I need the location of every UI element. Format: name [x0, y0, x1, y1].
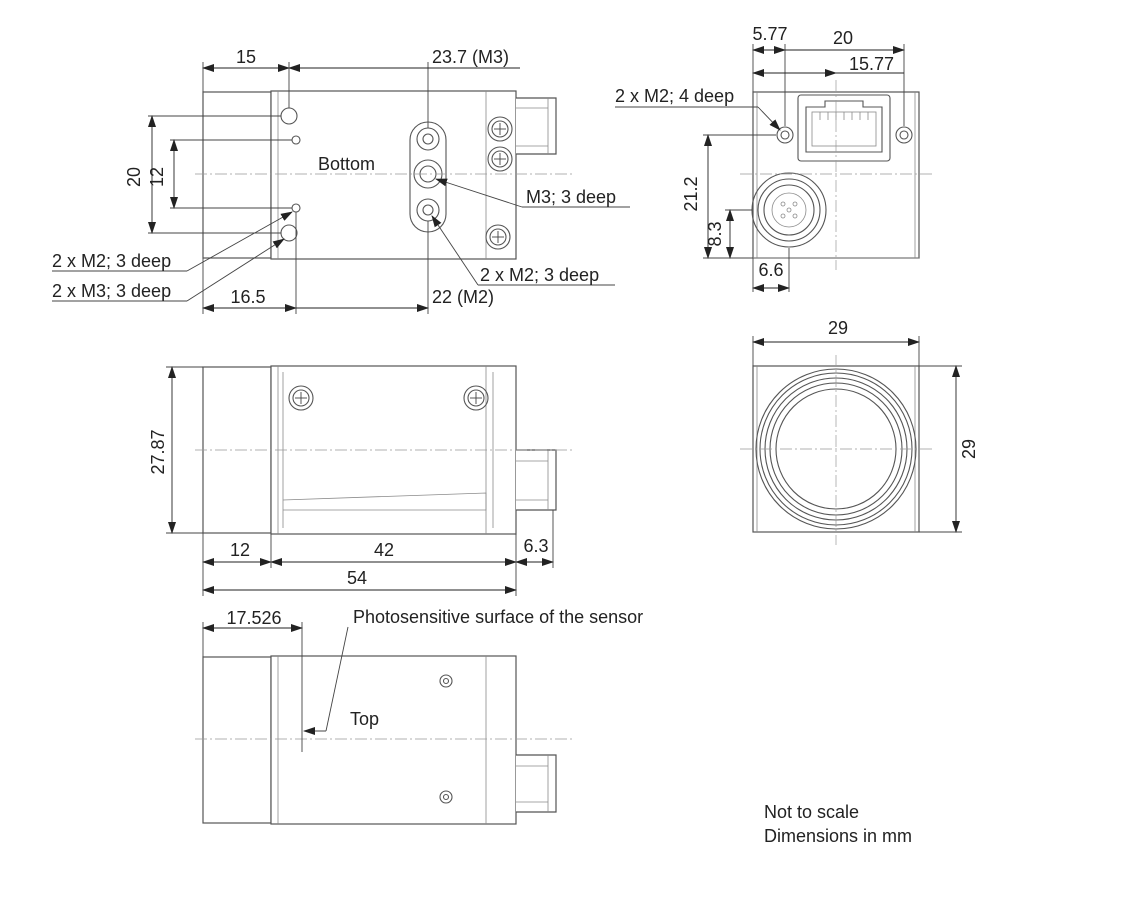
callout-label: 2 x M2; 3 deep [480, 265, 599, 285]
note-scale: Not to scale [764, 802, 859, 822]
screw-icon [463, 385, 489, 411]
dim-label: 17.526 [226, 608, 281, 628]
dim-label: 20 [833, 28, 853, 48]
note-units: Dimensions in mm [764, 826, 912, 846]
dim-label: 6.3 [523, 536, 548, 556]
screw-icon [487, 146, 513, 172]
top-view: 17.526 Photosensitive surface of the sen… [195, 607, 643, 825]
ethernet-port-icon [797, 94, 891, 162]
housing-body [270, 655, 517, 825]
dim-label: 5.77 [752, 24, 787, 44]
callout-label: 2 x M2; 3 deep [52, 251, 171, 271]
dim-label: 15 [236, 47, 256, 67]
callout-label: M3; 3 deep [526, 187, 616, 207]
dim-label: 29 [828, 318, 848, 338]
connector-stub [516, 754, 557, 813]
dim-label: 12 [147, 167, 167, 187]
dim-label: 29 [959, 439, 979, 459]
connector-stub [516, 449, 557, 511]
dim-label: 27.87 [148, 429, 168, 474]
screw-icon [485, 224, 511, 250]
callout-label: 2 x M2; 4 deep [615, 86, 734, 106]
view-title-top: Top [350, 709, 379, 729]
dim-label: 54 [347, 568, 367, 588]
connector-stub [516, 97, 557, 155]
front-view: 29 29 [740, 318, 979, 545]
callout-label: 2 x M3; 3 deep [52, 281, 171, 301]
screw-icon [487, 116, 513, 142]
dim-label: 16.5 [230, 287, 265, 307]
dim-label: 22 (M2) [432, 287, 494, 307]
dim-label: 21.2 [681, 176, 701, 211]
dim-label: 8.3 [705, 221, 725, 246]
back-view: 5.77 20 15.77 21.2 8.3 6.6 2 x M2; 4 dee… [615, 24, 935, 292]
dim-label: 6.6 [758, 260, 783, 280]
bottom-view: 15 23.7 (M3) 20 12 16.5 22 (M2) Bottom M… [52, 47, 630, 314]
dim-label: 20 [124, 167, 144, 187]
screw-icon [288, 385, 314, 411]
dim-label: 15.77 [849, 54, 894, 74]
side-view: 27.87 12 42 6.3 54 [148, 365, 572, 596]
notes: Not to scale Dimensions in mm [764, 802, 912, 846]
lens-mount-body [202, 656, 272, 824]
dim-label: 42 [374, 540, 394, 560]
dim-label: 12 [230, 540, 250, 560]
view-title-bottom: Bottom [318, 154, 375, 174]
sensor-callout: Photosensitive surface of the sensor [353, 607, 643, 627]
housing-body [270, 90, 517, 260]
dim-label: 23.7 (M3) [432, 47, 509, 67]
